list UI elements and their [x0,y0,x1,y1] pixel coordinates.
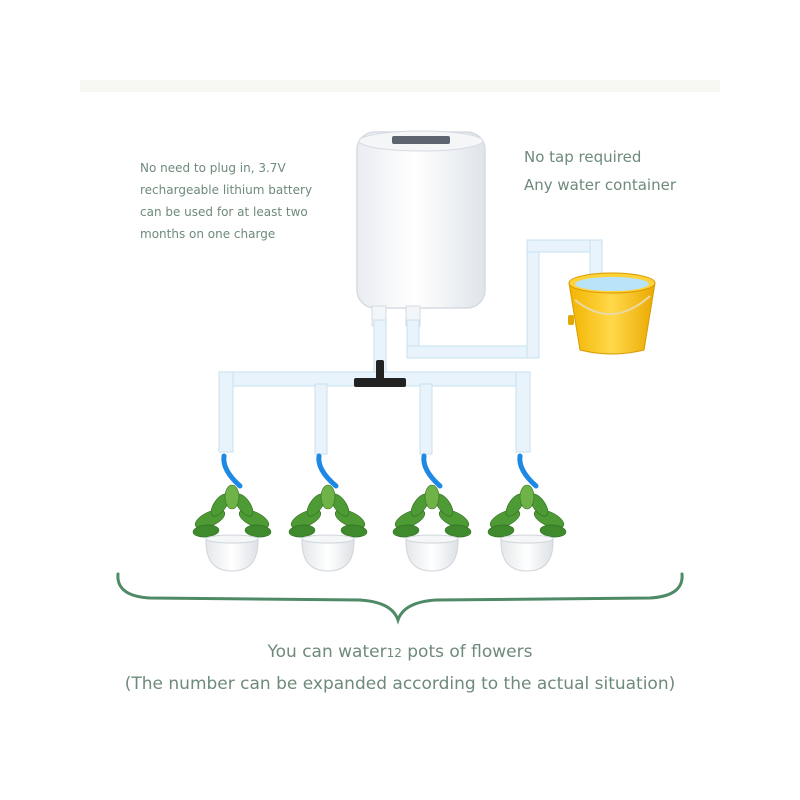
background-band [80,80,720,92]
tap-note: No tap required Any water container [524,143,676,199]
water-bucket [568,272,656,355]
battery-note: No need to plug in, 3.7V rechargeable li… [140,157,340,245]
potted-plant-1 [192,484,272,572]
battery-note-line: can be used for at least two [140,205,308,219]
caption-prefix: You can water [267,642,387,662]
t-connector [354,360,406,387]
potted-plant-2 [288,484,368,572]
tap-note-line: No tap required [524,148,642,166]
battery-note-line: rechargeable lithium battery [140,183,313,197]
battery-note-line: No need to plug in, 3.7V [140,161,286,175]
potted-plant-4 [487,484,567,572]
pump-display [392,136,450,144]
drip-nozzles [221,453,539,489]
caption-number: 12 [386,646,402,660]
nozzle-4 [517,453,539,489]
nozzle-3 [421,453,443,489]
tap-note-line: Any water container [524,176,676,194]
grouping-brace [116,572,684,625]
nozzle-1 [221,453,243,489]
caption-pot-count: You can water12 pots of flowers [0,642,800,662]
nozzle-2 [316,453,339,489]
pump-device [356,130,486,327]
caption-expandable-note: (The number can be expanded according to… [124,674,676,694]
potted-plant-3 [392,484,472,572]
caption-suffix: pots of flowers [401,642,533,662]
battery-note-line: months on one charge [140,227,276,241]
